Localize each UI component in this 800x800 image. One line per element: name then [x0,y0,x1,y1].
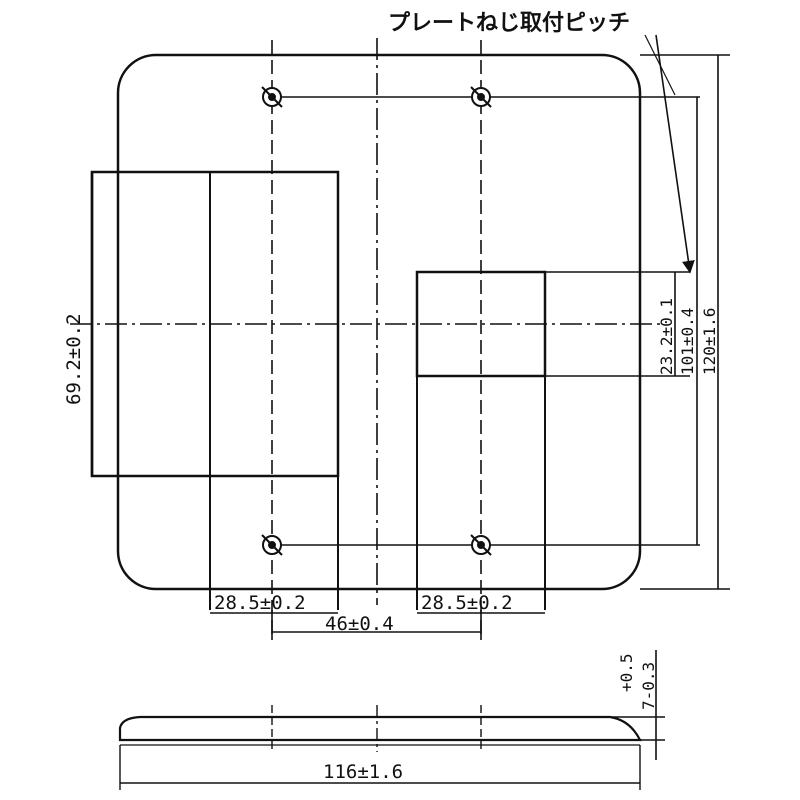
dim-28-5-right: 28.5±0.2 [421,592,513,614]
screw-hole-bottom-left-icon [261,534,283,556]
dim-28-5-left: 28.5±0.2 [214,592,306,614]
dim-23-2: 23.2±0.1 [657,298,676,375]
dim-120: 120±1.6 [700,308,719,375]
dim-46: 46±0.4 [325,613,394,635]
side-profile [118,715,642,742]
screw-hole-top-right-icon [470,86,492,108]
dim-thickness-7: 7-0.3 [639,662,658,710]
dim-tolerance-plus: +0.5 [617,653,636,692]
dim-116: 116±1.6 [323,761,403,783]
dim-101: 101±0.4 [678,308,697,375]
screw-holes [261,86,492,556]
title-label: プレートねじ取付ピッチ [388,11,630,36]
dim-69-2: 69.2±0.2 [63,313,85,405]
screw-hole-top-left-icon [261,86,283,108]
screw-hole-bottom-right-icon [470,534,492,556]
plate-outline [116,53,642,591]
